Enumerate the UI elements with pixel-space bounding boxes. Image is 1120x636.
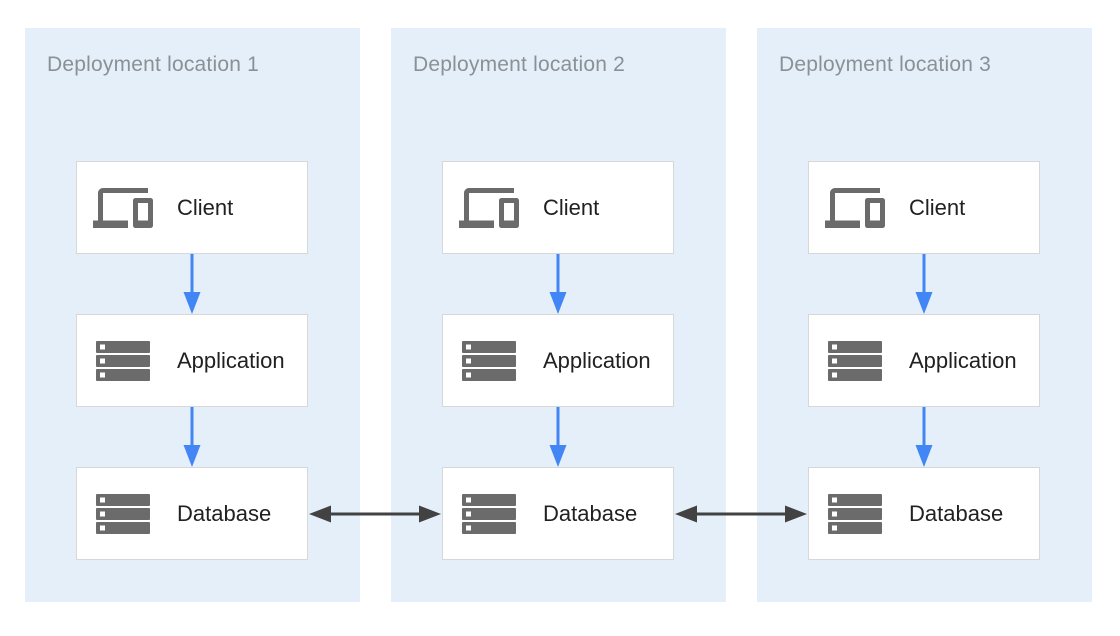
node-label: Client: [909, 194, 966, 220]
node-application: Application: [808, 314, 1040, 407]
panel-title: Deployment location 3: [779, 53, 991, 76]
node-label: Application: [909, 347, 1017, 373]
node-database: Database: [442, 467, 674, 560]
devices-icon: [459, 178, 519, 238]
server-icon: [825, 493, 885, 534]
node-label: Client: [543, 194, 600, 220]
devices-icon: [825, 178, 885, 238]
node-database: Database: [76, 467, 308, 560]
node-client: Client: [76, 161, 308, 254]
panel-deployment-location-2: Deployment location 2 Client Application…: [391, 28, 726, 602]
node-label: Application: [177, 347, 285, 373]
server-icon: [825, 340, 885, 381]
node-client: Client: [442, 161, 674, 254]
node-label: Application: [543, 347, 651, 373]
devices-icon: [93, 178, 153, 238]
node-application: Application: [76, 314, 308, 407]
server-icon: [459, 340, 519, 381]
panel-deployment-location-1: Deployment location 1 Client Application…: [25, 28, 360, 602]
server-icon: [459, 493, 519, 534]
node-label: Client: [177, 194, 234, 220]
server-icon: [93, 340, 153, 381]
node-label: Database: [909, 500, 1004, 526]
node-database: Database: [808, 467, 1040, 560]
node-application: Application: [442, 314, 674, 407]
panel-title: Deployment location 1: [47, 53, 259, 76]
panel-deployment-location-3: Deployment location 3 Client Application…: [757, 28, 1092, 602]
server-icon: [93, 493, 153, 534]
node-client: Client: [808, 161, 1040, 254]
node-label: Database: [177, 500, 272, 526]
panel-title: Deployment location 2: [413, 53, 625, 76]
node-label: Database: [543, 500, 638, 526]
